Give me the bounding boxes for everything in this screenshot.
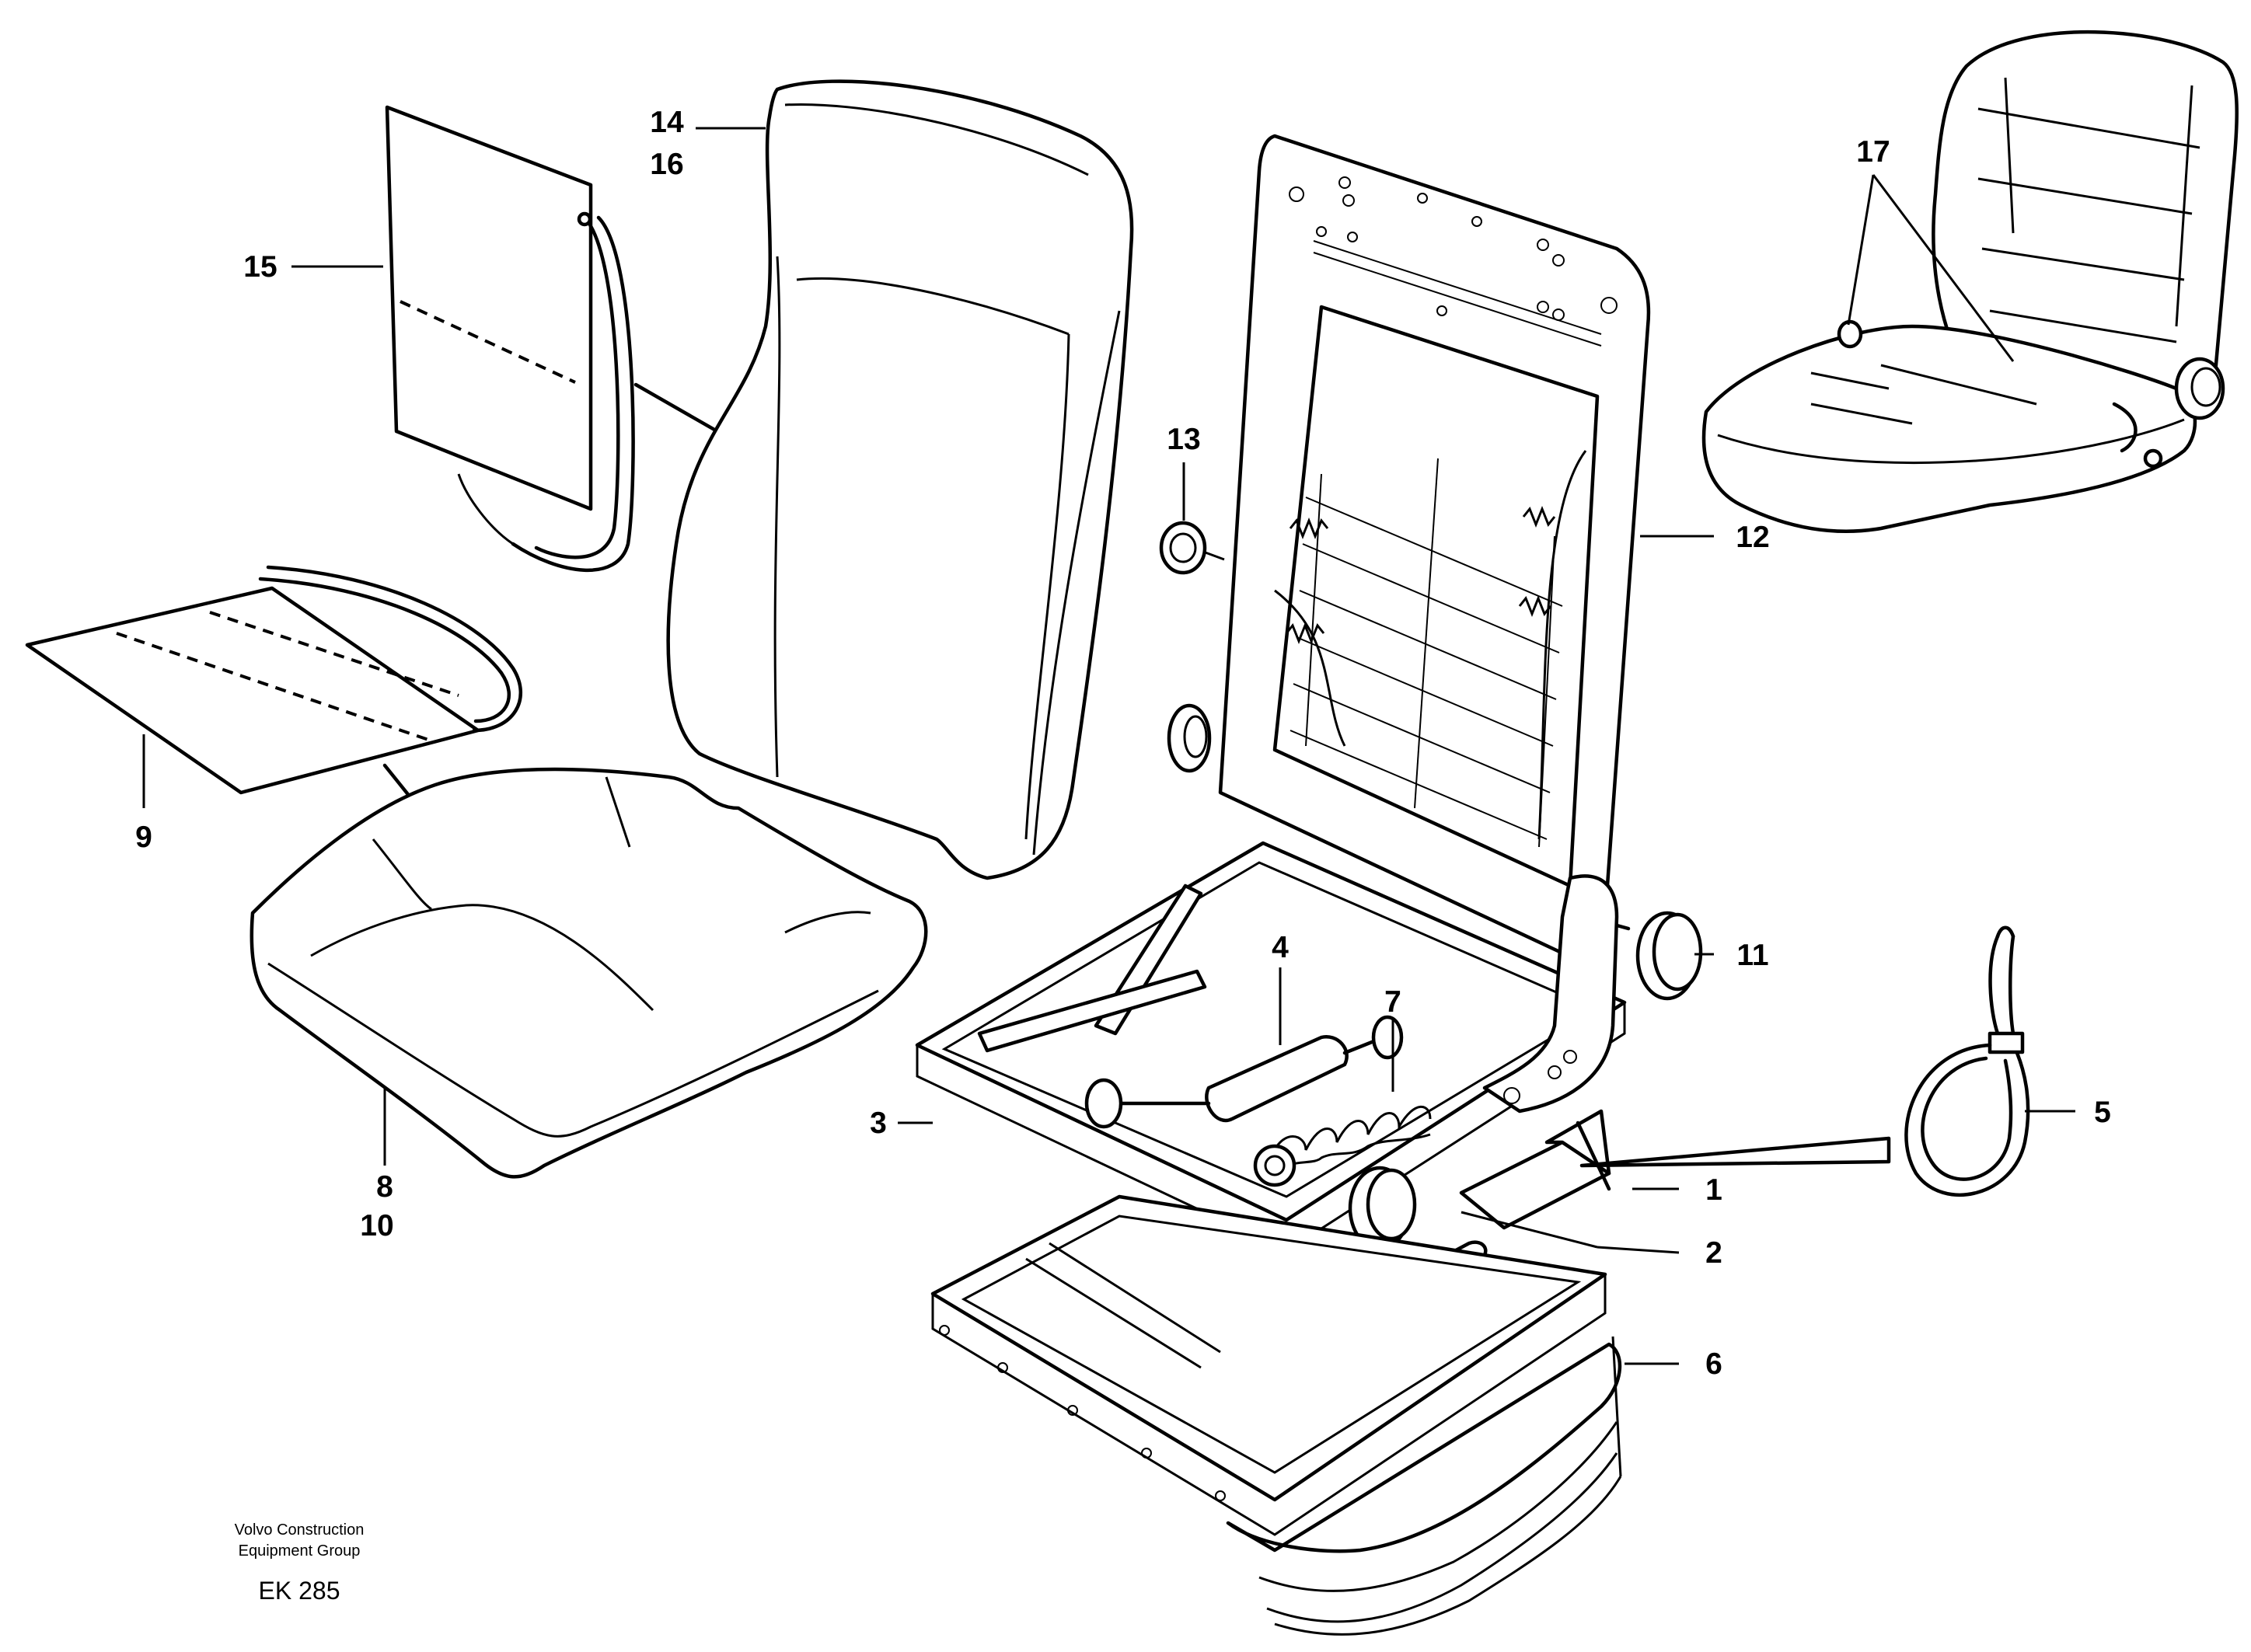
callout-10: 10: [360, 1209, 393, 1242]
seat-heating-pad: [25, 565, 522, 795]
adjustment-knob-13: [1159, 521, 1225, 575]
slide-rail: [1459, 1109, 1611, 1230]
callout-8: 8: [376, 1170, 393, 1204]
callout-14: 14: [650, 106, 684, 139]
callout-2: 2: [1705, 1236, 1722, 1270]
callout-11: 11: [1736, 939, 1768, 972]
callout-7: 7: [1384, 985, 1401, 1019]
company-line-2: Equipment Group: [239, 1542, 361, 1560]
complete-seat-view: [1701, 30, 2239, 533]
callout-5: 5: [2094, 1096, 2111, 1129]
drawing-id: EK 285: [259, 1577, 340, 1605]
callout-17: 17: [1856, 135, 1890, 169]
callout-leaders: [142, 127, 2075, 1365]
backrest-cushion: [666, 79, 1134, 880]
callout-15: 15: [243, 250, 277, 284]
adjustment-knob-11: [1583, 911, 1703, 1001]
cable-tie: [1579, 925, 2030, 1197]
callout-1: 1: [1705, 1173, 1722, 1207]
gas-spring: [1084, 1015, 1404, 1129]
callout-6: 6: [1705, 1347, 1722, 1381]
callout-4: 4: [1272, 931, 1289, 964]
callout-3: 3: [870, 1107, 887, 1140]
callout-16: 16: [650, 148, 683, 181]
seat-cushion: [250, 767, 928, 1179]
callout-labels: 15 9 8 10 14 16 13 12 11 4 7 3 1 2 6 5 1…: [135, 106, 2111, 1381]
coil-spring: [1253, 1105, 1432, 1187]
side-knob: [1167, 703, 1212, 773]
drawing-footer: Volvo Construction Equipment Group EK 28…: [235, 1521, 365, 1605]
suspension-base: [930, 1194, 1622, 1636]
company-line-1: Volvo Construction: [235, 1521, 365, 1539]
backrest-heating-pad: [385, 105, 635, 573]
callout-12: 12: [1736, 521, 1769, 554]
callout-9: 9: [135, 821, 152, 854]
callout-13: 13: [1167, 423, 1200, 456]
backrest-frame: [1218, 134, 1651, 974]
seat-frame: [915, 841, 1627, 1253]
